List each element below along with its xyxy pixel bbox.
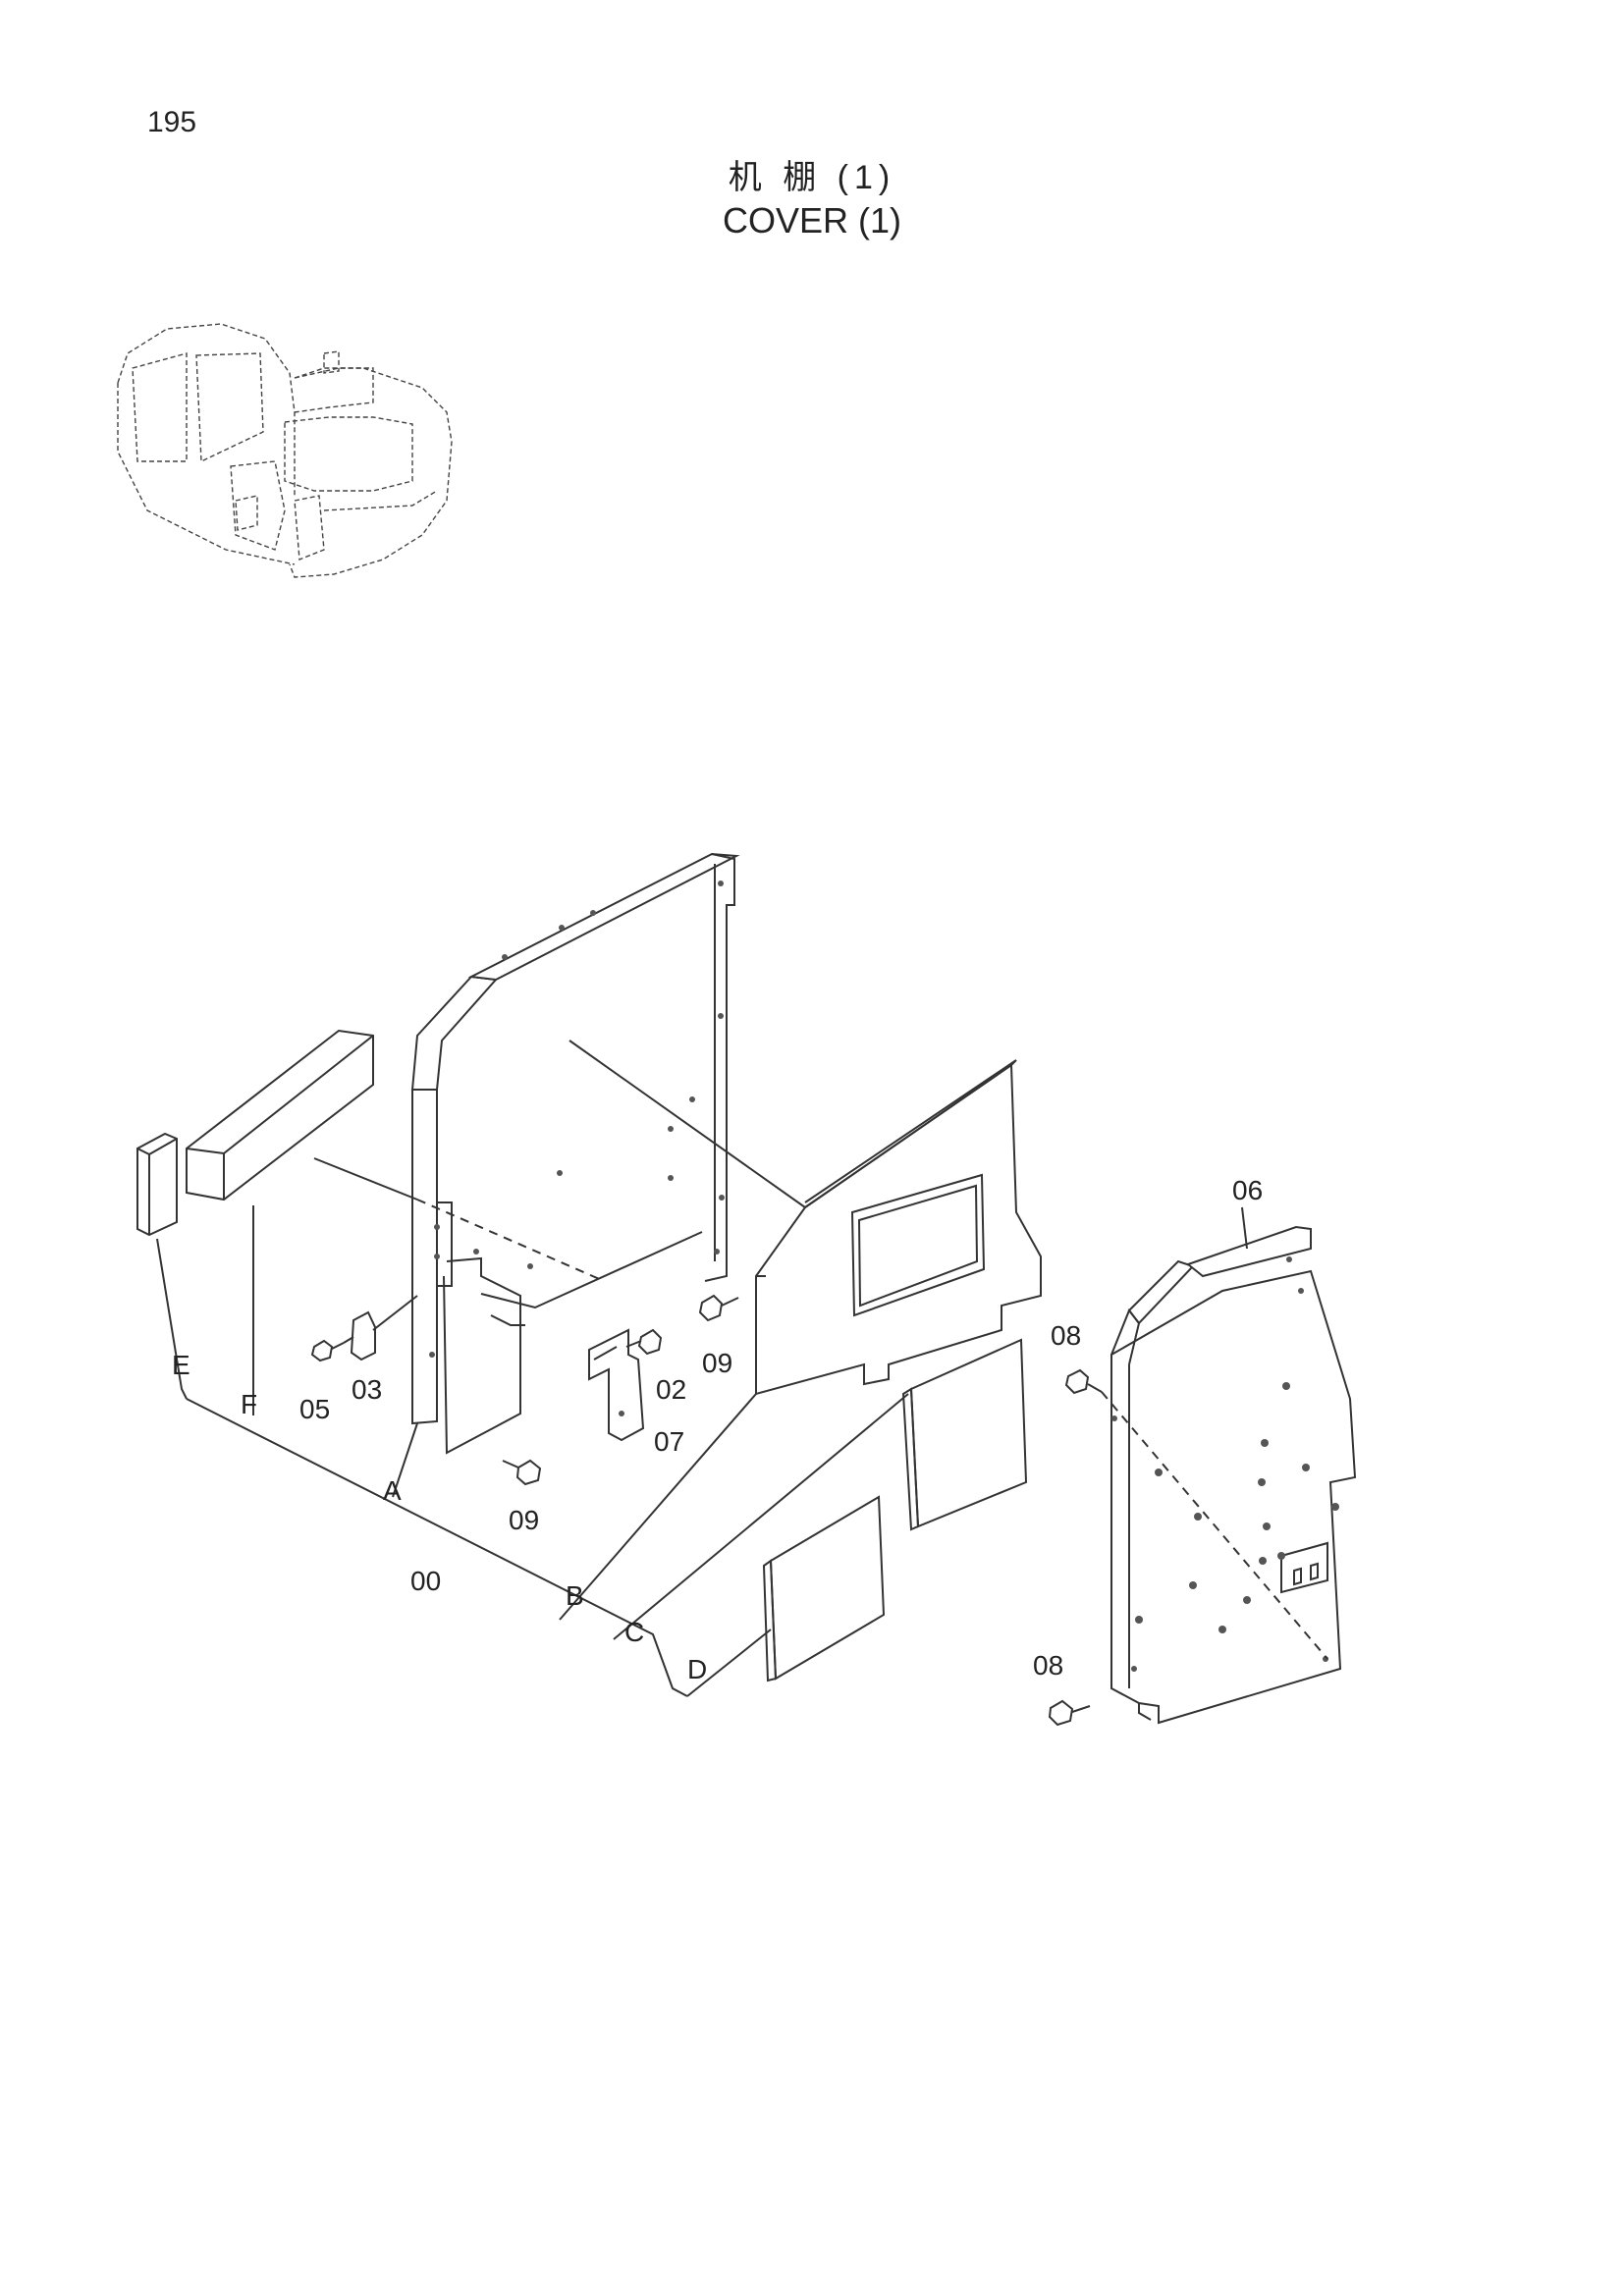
bolt-part-02 [625, 1328, 663, 1356]
title-english: COVER (1) [722, 200, 902, 240]
bolt-part-09-lower [502, 1459, 542, 1486]
label-part-e: E [172, 1350, 190, 1380]
bracket-part-07 [588, 1328, 645, 1442]
label-part-08-lower: 08 [1033, 1650, 1063, 1681]
callout-leaders [156, 1205, 1248, 1697]
title-chinese: 机 棚 (1) [728, 159, 896, 196]
bolt-part-09-upper [698, 1294, 739, 1322]
label-part-09-lower: 09 [509, 1505, 539, 1535]
label-part-07: 07 [654, 1426, 684, 1457]
label-part-09-upper: 09 [702, 1348, 732, 1378]
label-part-02: 02 [656, 1374, 686, 1405]
panel-part-06 [1110, 1225, 1357, 1725]
excavator-overview-illustration [117, 323, 453, 578]
label-part-f: F [241, 1389, 257, 1419]
panel-part-b [755, 1059, 1042, 1396]
label-part-b: B [566, 1580, 584, 1611]
label-part-03: 03 [352, 1374, 382, 1405]
block-part-f [186, 1029, 374, 1201]
assembly-guide-lines [313, 1040, 1328, 1660]
pad-part-d [762, 1495, 886, 1682]
callout-labels: 00 02 03 05 06 07 08 08 09 09 A B C D E … [172, 1175, 1263, 1684]
label-part-c: C [624, 1617, 644, 1647]
label-part-08-upper: 08 [1051, 1320, 1081, 1351]
bolt-part-08-upper [1064, 1368, 1103, 1395]
block-part-e [136, 1132, 178, 1237]
page-number: 195 [147, 106, 197, 138]
label-part-a: A [383, 1475, 402, 1506]
label-part-05: 05 [299, 1394, 330, 1424]
label-part-00: 00 [410, 1566, 441, 1596]
label-part-d: D [687, 1654, 707, 1684]
pad-part-c [901, 1338, 1028, 1531]
bolt-part-08-lower [1048, 1699, 1091, 1727]
label-part-06: 06 [1232, 1175, 1263, 1205]
panel-part-a [410, 852, 740, 1455]
clip-part-03 [350, 1310, 376, 1362]
bolt-part-05 [310, 1339, 345, 1362]
